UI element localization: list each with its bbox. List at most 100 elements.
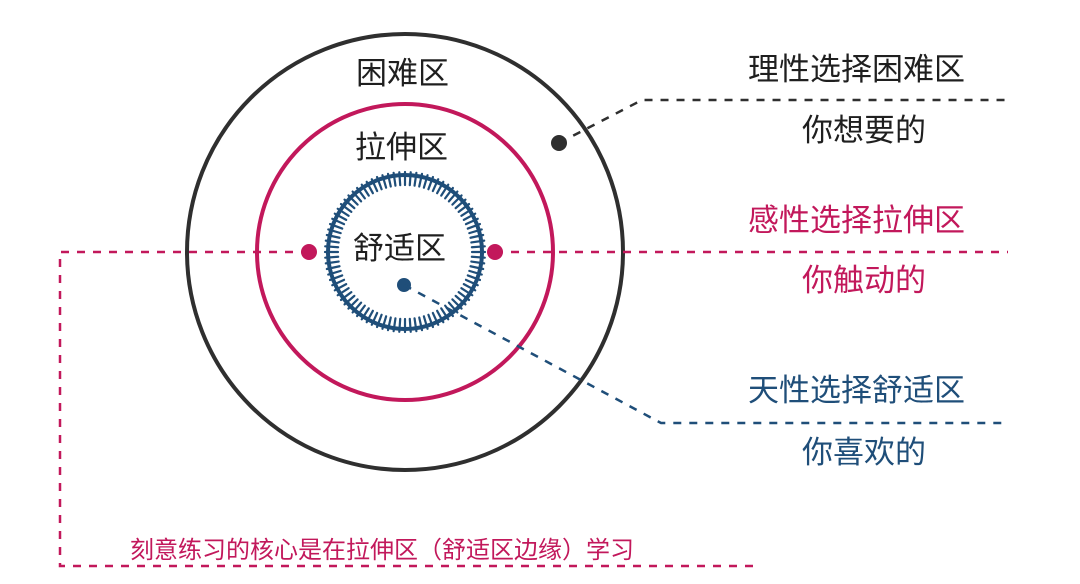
natural-choice-subtitle: 你喜欢的 [802, 435, 926, 471]
comfort-zone-tick [325, 265, 341, 271]
comfort-zone-tick [333, 283, 348, 292]
comfort-zone-tick [331, 217, 346, 226]
comfort-zone-tick [470, 239, 486, 244]
comfort-zone-tick [375, 313, 383, 329]
comfort-zone-tick [418, 316, 424, 332]
comfort-zone-tick [328, 222, 344, 230]
comfort-zone-tick [427, 175, 435, 191]
comfort-zone-tick [422, 174, 429, 189]
comfort-zone-tick [339, 291, 353, 302]
comfort-zone-tick [469, 233, 485, 239]
comfort-zone-tick [447, 301, 459, 314]
comfort-zone-tick [325, 233, 341, 239]
comfort-zone-tick [375, 175, 383, 191]
comfort-zone-tick [351, 190, 363, 203]
comfort-zone-tick [381, 315, 388, 330]
comfort-zone-tick [347, 194, 359, 206]
comfort-zone-tick [413, 171, 418, 187]
comfort-zone-tick [343, 294, 356, 306]
comfort-zone-label: 舒适区 [353, 231, 446, 267]
comfort-zone-ticks [323, 170, 487, 334]
comfort-zone-tick [339, 202, 353, 213]
comfort-zone-tick [413, 317, 418, 333]
comfort-zone-tick [324, 255, 340, 259]
comfort-zone-tick [360, 183, 370, 197]
comfort-zone-tick [454, 198, 467, 210]
comfort-zone-tick [351, 301, 363, 314]
difficult-zone-label: 困难区 [356, 56, 449, 92]
comfort-zone-tick [454, 294, 467, 306]
comfort-zone-tick [347, 298, 359, 310]
emotional-choice-subtitle: 你触动的 [802, 263, 926, 299]
rational-choice-subtitle: 你想要的 [802, 113, 926, 149]
deliberate-practice-note: 刻意练习的核心是在拉伸区（舒适区边缘）学习 [130, 536, 634, 564]
comfort-zone-tick [324, 260, 340, 265]
comfort-zone-tick [328, 274, 344, 282]
comfort-zone-tick [355, 304, 366, 318]
comfort-zone-tick [460, 207, 474, 217]
comfort-zone-tick [436, 180, 445, 195]
comfort-zone-tick [408, 317, 412, 333]
comfort-zone-tick [431, 311, 440, 326]
comfort-zone-tick [468, 269, 483, 276]
comfort-zone-tick [457, 291, 471, 302]
comfort-zone-tick [355, 186, 366, 200]
comfort-zone-tick [451, 194, 463, 206]
comfort-zone-tick [462, 283, 477, 292]
natural-choice-title: 天性选择舒适区 [748, 373, 965, 409]
comfort-zone-tick [324, 245, 340, 249]
stretch-connector-line-left [58, 250, 760, 568]
comfort-zone-tick [370, 178, 379, 193]
comfort-zone-tick [360, 307, 370, 321]
comfort-zone-tick [392, 171, 397, 187]
comfort-zone-tick [398, 317, 402, 333]
comfort-zone-tick [365, 309, 374, 324]
comfort-zone-tick [408, 171, 412, 187]
comfort-zone-tick [451, 298, 463, 310]
comfort-zone-tick [464, 278, 479, 287]
comfort-zone-tick [460, 287, 474, 297]
comfort-zone-tick [447, 190, 459, 203]
comfort-zone-tick [365, 180, 374, 195]
comfort-zone-tick [343, 198, 356, 210]
comfort-zone-tick [436, 309, 445, 324]
comfort-zone-tick [470, 245, 486, 249]
stretch-zone-label: 拉伸区 [355, 130, 448, 166]
comfort-zone-tick [381, 174, 388, 189]
comfort-zone-tick [440, 307, 450, 321]
comfort-zone-tick [444, 186, 455, 200]
comfort-zone-tick [331, 278, 346, 287]
comfort-zone-tick [457, 202, 471, 213]
comfort-zone-tick [324, 239, 340, 244]
rational-choice-title: 理性选择困难区 [748, 52, 965, 88]
comfort-zone-tick [422, 315, 429, 330]
comfort-zone-tick [470, 260, 486, 265]
comfort-zone-tick [444, 304, 455, 318]
comfort-zone-tick [466, 222, 482, 230]
difficult-connector-line [558, 98, 1008, 145]
comfort-zone-tick [327, 269, 342, 276]
comfort-zone-tick [440, 183, 450, 197]
emotional-choice-title: 感性选择拉伸区 [748, 203, 965, 239]
comfort-zone-tick [431, 178, 440, 193]
comfort-zone-tick [427, 313, 435, 329]
comfort-zone-tick [466, 274, 482, 282]
comfort-zone-tick [386, 316, 392, 332]
comfort-zone-tick [468, 228, 483, 235]
comfort-zone-tick [398, 171, 402, 187]
comfort-zone-tick [462, 212, 477, 221]
comfort-zone-tick [469, 265, 485, 271]
comfort-zone-tick [418, 172, 424, 188]
comfort-connector-line [403, 283, 1008, 425]
comfort-zone-tick [327, 228, 342, 235]
comfort-zone-tick [336, 207, 350, 217]
comfort-zone-tick [470, 255, 486, 259]
comfort-zone-tick [386, 172, 392, 188]
comfort-zone-tick [464, 217, 479, 226]
comfort-zone-tick [392, 317, 397, 333]
comfort-zone-tick [370, 311, 379, 326]
comfort-zone-tick [333, 212, 348, 221]
comfort-zone-tick [336, 287, 350, 297]
